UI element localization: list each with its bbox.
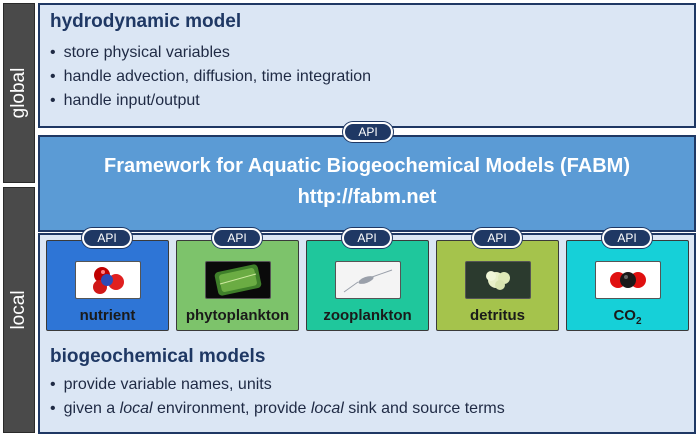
api-badge-hydrodynamic: API xyxy=(343,122,393,142)
fabm-framework-box: Framework for Aquatic Biogeochemical Mod… xyxy=(38,135,696,232)
module-co2-label: CO2 xyxy=(567,307,688,327)
bgc-bullet-local-terms: given a local environment, provide local… xyxy=(50,397,505,421)
module-zooplankton-label: zooplankton xyxy=(323,307,412,324)
module-nutrient-label: nutrient xyxy=(79,307,136,324)
local-side-label: local xyxy=(3,187,35,433)
molecule-icon xyxy=(75,261,141,299)
hydrodynamic-model-title: hydrodynamic model xyxy=(50,11,242,32)
hydro-bullet-io: handle input/output xyxy=(50,89,371,113)
module-phytoplankton: phytoplankton xyxy=(176,240,299,331)
api-badge-zooplankton: API xyxy=(342,228,392,248)
api-badge-nutrient: API xyxy=(82,228,132,248)
global-side-label: global xyxy=(3,3,35,183)
api-badge-phytoplankton: API xyxy=(212,228,262,248)
module-detritus-label: detritus xyxy=(469,307,525,324)
hydrodynamic-model-box: hydrodynamic model store physical variab… xyxy=(38,3,696,128)
co2-label-subscript: 2 xyxy=(635,316,642,327)
co2-molecule-icon xyxy=(595,261,661,299)
global-label: global xyxy=(8,67,29,119)
module-nutrient: nutrient xyxy=(46,240,169,331)
biogeochemical-bullet-list: provide variable names, units given a lo… xyxy=(50,373,505,421)
api-badge-co2: API xyxy=(602,228,652,248)
biogeochemical-models-title: biogeochemical models xyxy=(50,346,266,367)
hydrodynamic-bullet-list: store physical variables handle advectio… xyxy=(50,41,371,113)
detritus-image xyxy=(465,261,531,299)
module-co2: CO2 xyxy=(566,240,689,331)
api-badge-detritus: API xyxy=(472,228,522,248)
zooplankton-image xyxy=(335,261,401,299)
local-label: local xyxy=(8,290,29,330)
bgc-bullet-text-e: sink and source terms xyxy=(343,400,505,417)
bgc-bullet-text-c: environment, provide xyxy=(152,400,311,417)
module-zooplankton: zooplankton xyxy=(306,240,429,331)
phytoplankton-image xyxy=(205,261,271,299)
fabm-url: http://fabm.net xyxy=(297,186,437,208)
bgc-bullet-variables: provide variable names, units xyxy=(50,373,505,397)
bgc-bullet-text-a: given a xyxy=(63,400,120,417)
bgc-bullet-local-1: local xyxy=(119,400,153,417)
co2-label-main: CO xyxy=(613,307,636,324)
bgc-bullet-local-2: local xyxy=(310,400,344,417)
module-detritus: detritus xyxy=(436,240,559,331)
hydro-bullet-store: store physical variables xyxy=(50,41,371,65)
module-phytoplankton-label: phytoplankton xyxy=(185,307,290,324)
hydro-bullet-advection: handle advection, diffusion, time integr… xyxy=(50,65,371,89)
fabm-title: Framework for Aquatic Biogeochemical Mod… xyxy=(103,155,630,177)
